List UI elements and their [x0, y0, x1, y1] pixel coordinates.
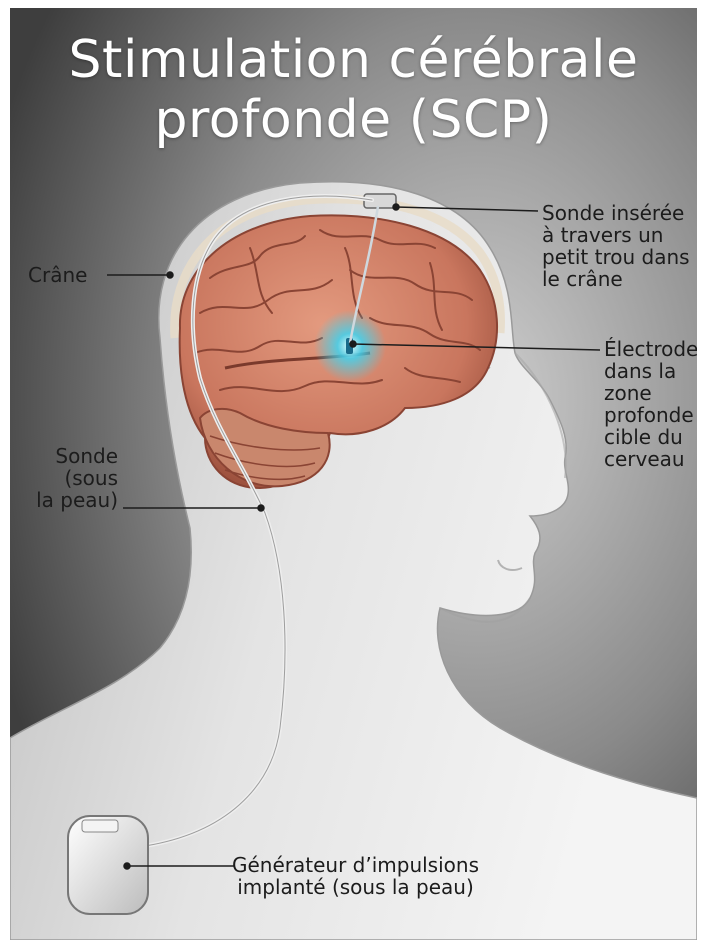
label-sonde-sous-peau: Sonde (sous la peau)	[24, 445, 118, 511]
title-line-2: profonde (SCP)	[10, 90, 697, 150]
label-generateur: Générateur d’impulsions implanté (sous l…	[232, 854, 479, 898]
label-crane: Crâne	[28, 264, 87, 286]
title-line-1: Stimulation cérébrale	[10, 30, 697, 90]
label-electrode: Électrode dans la zone profonde cible du…	[604, 338, 697, 470]
illustration-frame: Stimulation cérébrale profonde (SCP) Crâ…	[10, 8, 697, 940]
label-sonde-inseree: Sonde insérée à travers un petit trou da…	[542, 202, 690, 290]
pulse-generator	[68, 816, 148, 914]
diagram-title: Stimulation cérébrale profonde (SCP)	[10, 30, 697, 150]
